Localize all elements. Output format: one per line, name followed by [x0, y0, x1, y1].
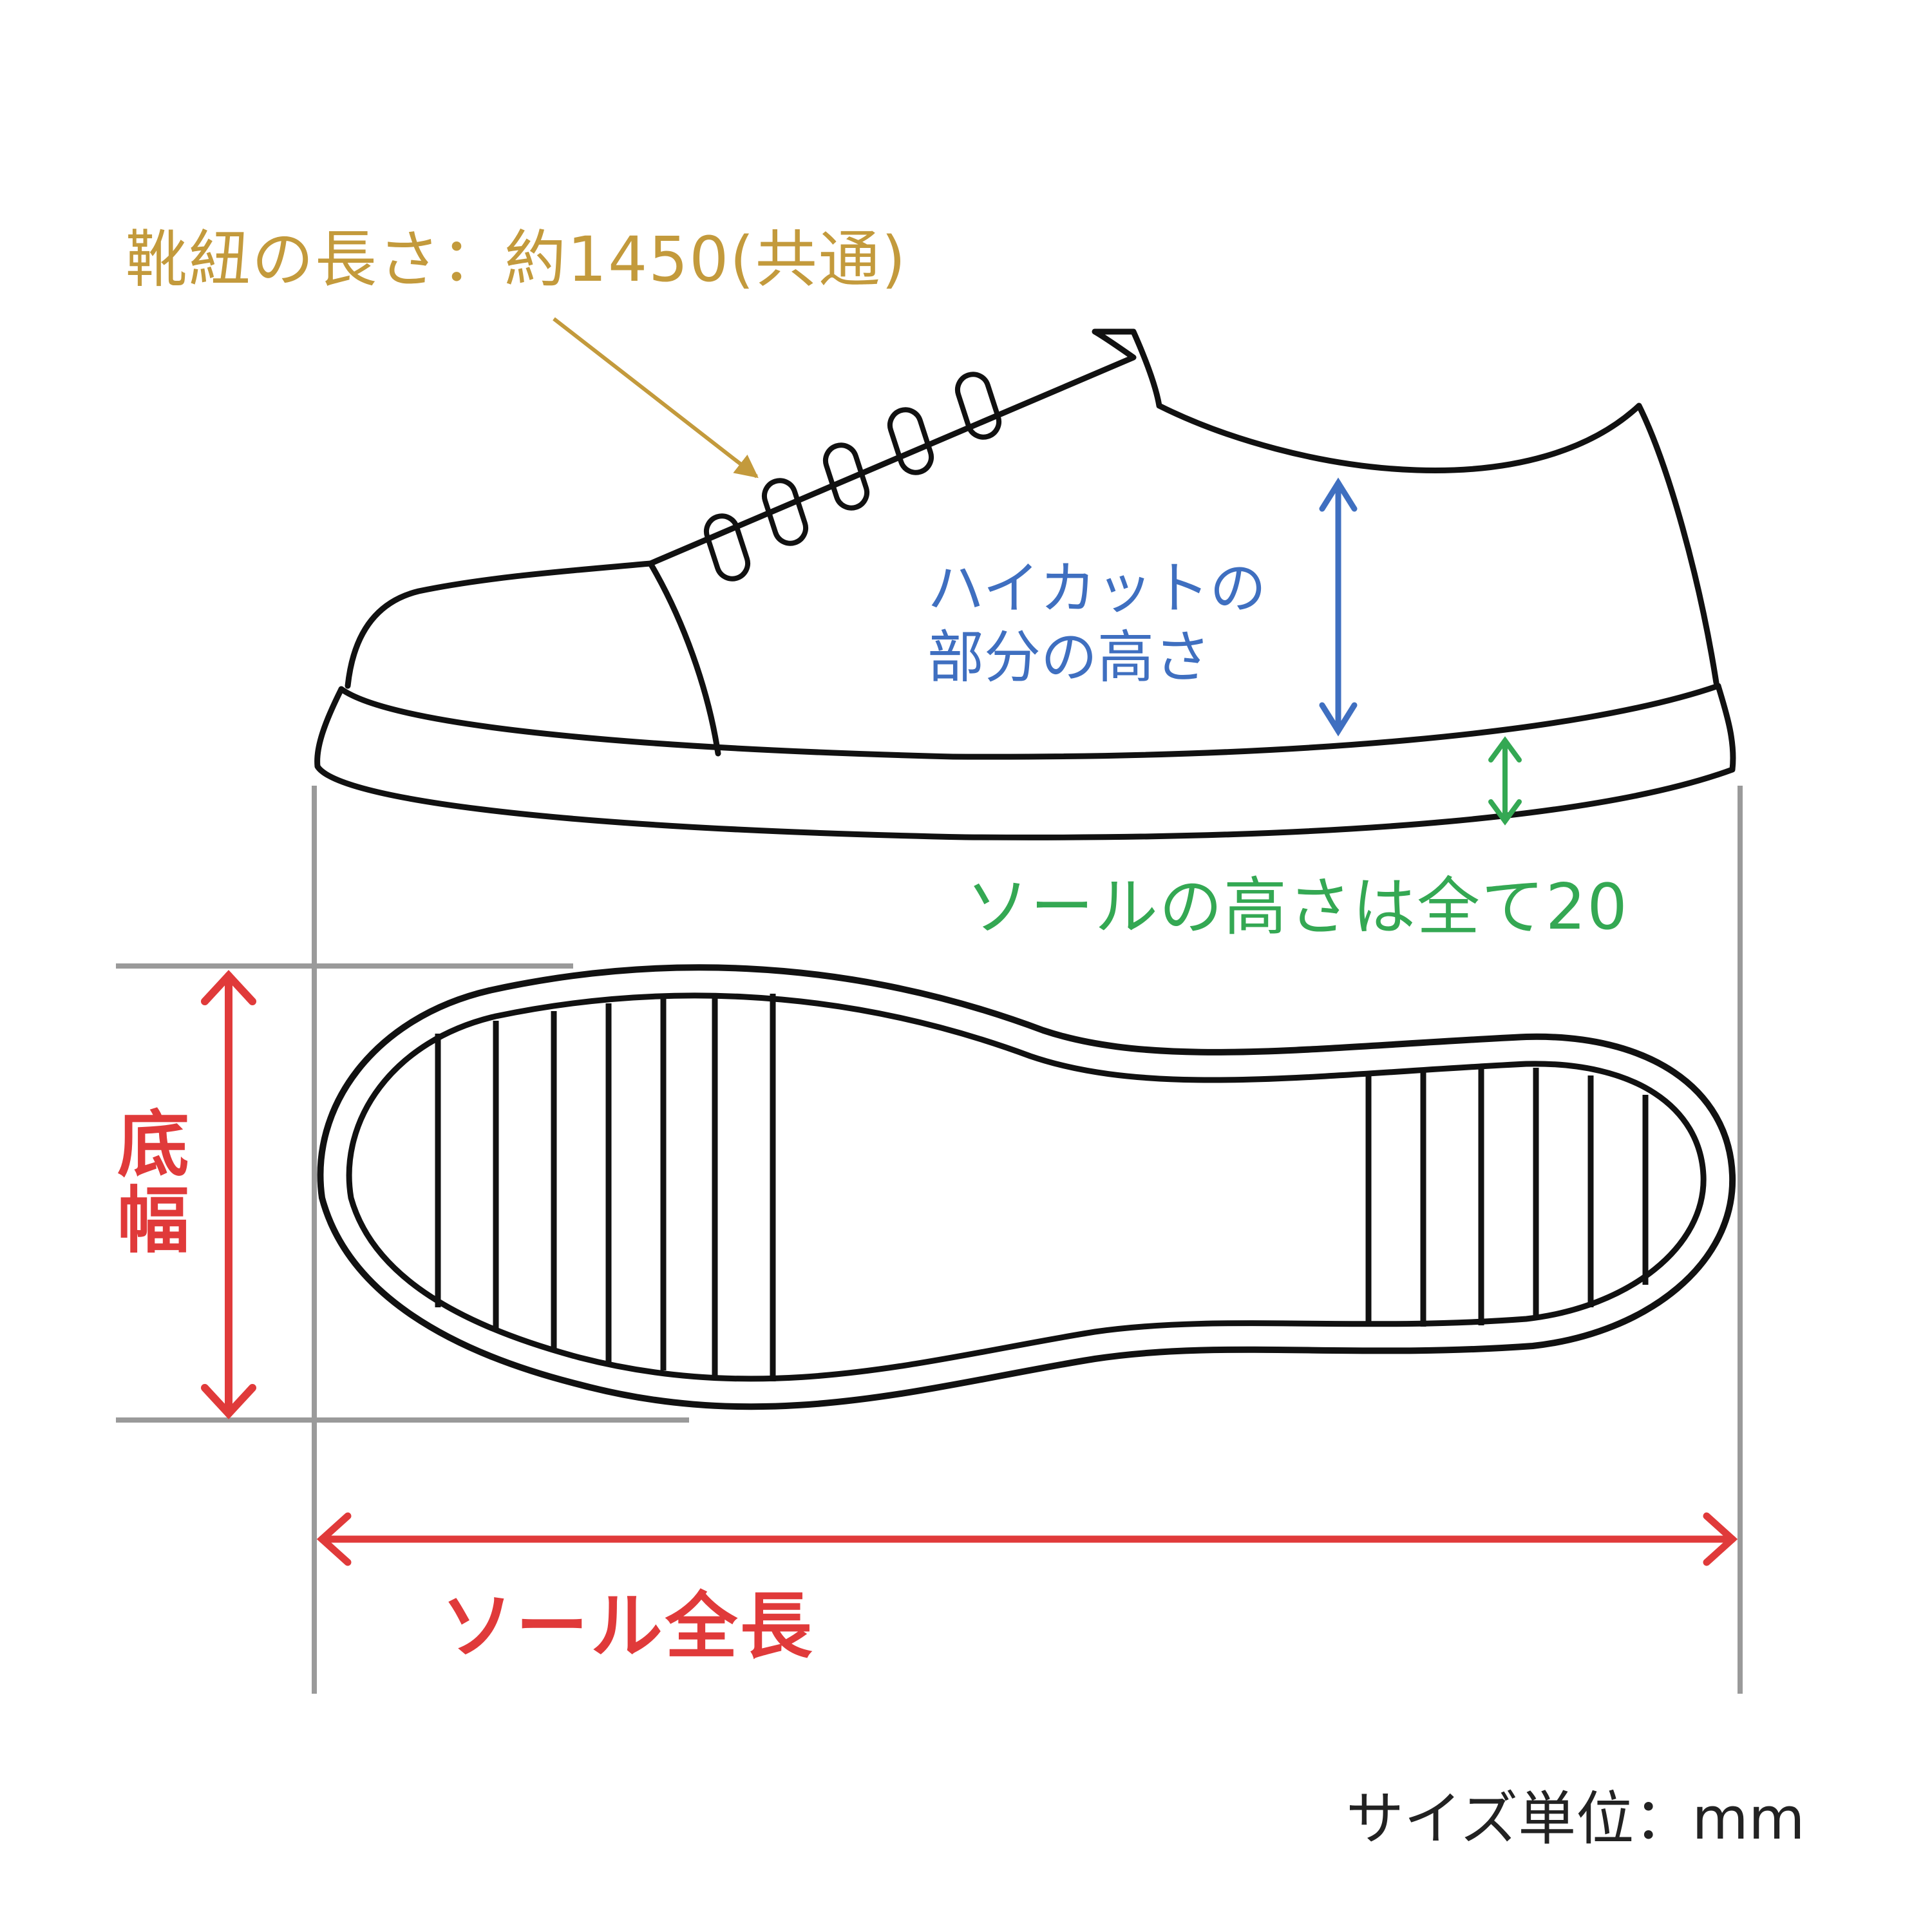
sole-height-arrow — [1488, 736, 1522, 826]
eyelet — [887, 407, 934, 475]
guide-lines — [116, 786, 1743, 1694]
sole-outline — [314, 683, 1736, 840]
sole-length-arrow — [316, 1512, 1738, 1566]
heel-tread-lines — [1365, 1066, 1649, 1327]
size-unit-label: サイズ単位：mm — [1346, 1785, 1805, 1853]
toe-cap-line — [647, 560, 721, 757]
sole-width-arrow — [201, 970, 256, 1419]
lace-arrow — [553, 317, 759, 478]
eyelets — [703, 372, 1002, 582]
sole-length-label: ソール全長 — [441, 1585, 815, 1669]
shoe-side-view — [314, 328, 1736, 840]
high-cut-label-line1: ハイカットの — [927, 555, 1267, 621]
sole-outer-outline — [317, 964, 1736, 1410]
lace-length-label: 靴紐の長さ：約1450(共通) — [126, 223, 907, 296]
sole-top-edge — [338, 683, 1721, 760]
eyelet — [703, 513, 751, 582]
sole-width-label-line1: 底 — [117, 1103, 189, 1187]
sole-height-label: ソールの高さは全て20 — [966, 871, 1629, 944]
sole-width-label-line2: 幅 — [117, 1179, 189, 1263]
high-cut-label-line2: 部分の高さ — [927, 624, 1211, 691]
eyelet — [761, 478, 809, 546]
sole-width-label: 底 幅 — [115, 1103, 192, 1263]
toe-tread-lines — [435, 994, 776, 1381]
high-cut-arrow — [1319, 477, 1358, 737]
eyelet — [954, 372, 1002, 440]
sole-bottom-view — [317, 964, 1736, 1410]
high-cut-height-label: ハイカットの 部分の高さ — [927, 554, 1266, 692]
shoe-upper-outline — [345, 328, 1719, 689]
eyelet — [822, 442, 870, 511]
